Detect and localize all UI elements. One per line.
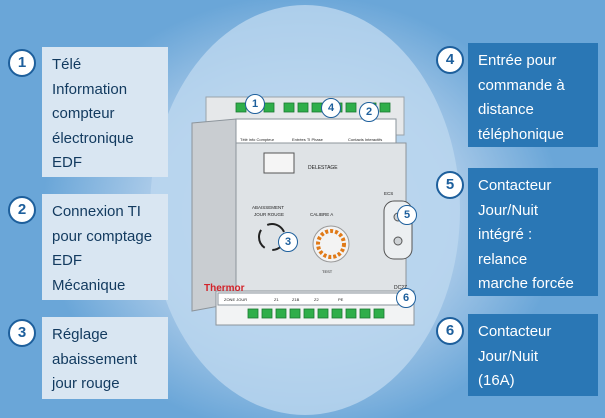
- label-5-line-2: Jour/Nuit: [478, 201, 539, 219]
- label-1-line-5: EDF: [52, 154, 82, 171]
- jour-rouge-text: JOUR ROUGE: [254, 212, 284, 217]
- bottom-label-3: Z1B: [292, 297, 300, 302]
- label-2-line-4: Mécanique: [52, 276, 126, 294]
- top-label-3: Contacts Interactifs: [348, 137, 382, 142]
- device-badge-5: 5: [397, 205, 417, 225]
- label-5-line-4: relance: [478, 250, 528, 268]
- badge-5: 5: [436, 171, 464, 199]
- device-badge-4: 4: [321, 98, 341, 118]
- label-2-line-3: EDF: [52, 252, 82, 269]
- abaissement-text: ABAISSEMENT: [252, 205, 284, 210]
- brand-text: Thermor: [204, 283, 245, 294]
- bottom-label-4: Z2: [314, 297, 319, 302]
- badge-4: 4: [436, 46, 464, 74]
- test-text: TEST: [322, 269, 333, 274]
- label-4-line-4: téléphonique: [478, 125, 564, 143]
- label-4-box: Entrée pour commande à distance téléphon…: [468, 43, 598, 147]
- label-4-line-1: Entrée pour: [478, 52, 557, 69]
- label-2-line-2: pour comptage: [52, 227, 153, 245]
- badge-6: 6: [436, 317, 464, 345]
- calibre-dial-marks: [316, 229, 346, 259]
- label-3-box: Réglage abaissement jour rouge: [42, 317, 168, 399]
- label-2-line-1: Connexion TI: [52, 203, 141, 220]
- ecs-knob-2: [393, 236, 403, 246]
- label-5-line-5: marche forcée: [478, 275, 574, 292]
- label-6-line-1: Contacteur: [478, 323, 552, 340]
- label-6-line-2: Jour/Nuit: [478, 347, 539, 365]
- top-label-2: Entrées TI Phase: [292, 137, 324, 142]
- device-badge-2: 2: [359, 102, 379, 122]
- ecs-text: ECS: [384, 191, 393, 196]
- bottom-label-2: Z1: [274, 297, 279, 302]
- label-6-box: Contacteur Jour/Nuit (16A): [468, 314, 598, 396]
- label-6-line-3: (16A): [478, 372, 515, 389]
- label-4-line-2: commande à: [478, 76, 565, 94]
- contactor-device: Télé info Compteur Entrées TI Phase Cont…: [191, 96, 415, 326]
- badge-2: 2: [8, 196, 36, 224]
- device-badge-3: 3: [278, 232, 298, 252]
- label-2-box: Connexion TI pour comptage EDF Mécanique: [42, 194, 168, 300]
- label-1-line-1: Télé: [52, 56, 82, 73]
- badge-3: 3: [8, 319, 36, 347]
- label-1-line-4: électronique: [52, 129, 134, 147]
- model-text: DC2Z: [394, 285, 407, 291]
- label-1-line-2: Information: [52, 80, 128, 98]
- label-5-line-3: intégré :: [478, 226, 533, 243]
- label-3-line-2: abaissement: [52, 350, 138, 368]
- label-4-line-3: distance: [478, 101, 534, 118]
- device-badge-1: 1: [245, 94, 265, 114]
- badge-1: 1: [8, 49, 36, 77]
- phase-indicator: [263, 152, 295, 174]
- bottom-green-terminals: [247, 308, 385, 319]
- bottom-label-5: PE: [338, 297, 344, 302]
- label-3-line-3: jour rouge: [52, 375, 120, 392]
- label-1-line-3: compteur: [52, 105, 115, 122]
- device-badge-6: 6: [396, 288, 416, 308]
- device-front-panel: [235, 142, 407, 304]
- top-label-1: Télé info Compteur: [240, 137, 275, 142]
- bottom-label-1: ZONE JOUR: [224, 297, 247, 302]
- delestage-text: DELESTAGE: [308, 165, 338, 171]
- label-1-box: Télé Information compteur électronique E…: [42, 47, 168, 177]
- label-3-line-1: Réglage: [52, 326, 108, 343]
- label-5-line-1: Contacteur: [478, 177, 552, 194]
- label-5-box: Contacteur Jour/Nuit intégré : relance m…: [468, 168, 598, 296]
- calibre-text: CALIBRE A: [310, 212, 333, 217]
